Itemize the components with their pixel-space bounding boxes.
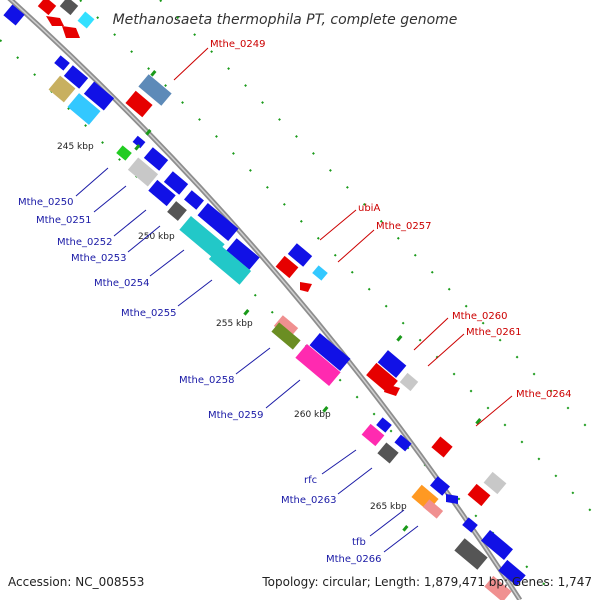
- kbp-label: 255 kbp: [216, 319, 253, 329]
- gene-label-mthe-0254[interactable]: Mthe_0254: [94, 278, 150, 289]
- map-title: Methanosaeta thermophila PT, complete ge…: [113, 12, 458, 28]
- gene-label-mthe-0266[interactable]: Mthe_0266: [326, 554, 382, 565]
- forward-gene-labels: [173, 47, 513, 427]
- kbp-label: 245 kbp: [57, 142, 94, 152]
- kbp-scale: 245 kbp 250 kbp 255 kbp 260 kbp 265 kbp: [57, 142, 407, 512]
- gene-label-mthe-0264[interactable]: Mthe_0264: [516, 389, 572, 400]
- gene-label-rfc[interactable]: rfc: [304, 475, 317, 486]
- genome-backbone-highlight: [9, 0, 521, 600]
- gene-label-mthe-0258[interactable]: Mthe_0258: [179, 375, 235, 386]
- accession-text: Accession: NC_008553: [8, 575, 145, 589]
- gene-label-tfb[interactable]: tfb: [352, 537, 366, 548]
- gene-label-mthe-0251[interactable]: Mthe_0251: [36, 215, 92, 226]
- gene-label-mthe-0259[interactable]: Mthe_0259: [208, 410, 264, 421]
- gene-label-mthe-0250[interactable]: Mthe_0250: [18, 197, 74, 208]
- genome-info-text: Topology: circular; Length: 1,879,471 bp…: [262, 575, 592, 589]
- gene-features: [3, 0, 526, 600]
- gene-label-mthe-0263[interactable]: Mthe_0263: [281, 495, 337, 506]
- gene-label-ubia[interactable]: ubiA: [358, 203, 380, 214]
- genome-backbone: [7, 0, 523, 600]
- gene-label-mthe-0255[interactable]: Mthe_0255: [121, 308, 177, 319]
- gene-label-mthe-0257[interactable]: Mthe_0257: [376, 221, 432, 232]
- kbp-label: 265 kbp: [370, 502, 407, 512]
- reverse-gene-label-texts: Mthe_0250 Mthe_0251 Mthe_0252 Mthe_0253 …: [18, 197, 382, 565]
- forward-gene-label-texts: Mthe_0249 ubiA Mthe_0257 Mthe_0260 Mthe_…: [210, 39, 572, 400]
- kbp-label: 250 kbp: [138, 232, 175, 242]
- gene-label-mthe-0261[interactable]: Mthe_0261: [466, 327, 522, 338]
- gene-label-mthe-0249[interactable]: Mthe_0249: [210, 39, 266, 50]
- gene-label-mthe-0253[interactable]: Mthe_0253: [71, 253, 127, 264]
- gene-label-mthe-0260[interactable]: Mthe_0260: [452, 311, 508, 322]
- reverse-gene-leaders: [75, 167, 419, 553]
- gene-label-mthe-0252[interactable]: Mthe_0252: [57, 237, 113, 248]
- kbp-label: 260 kbp: [294, 410, 331, 420]
